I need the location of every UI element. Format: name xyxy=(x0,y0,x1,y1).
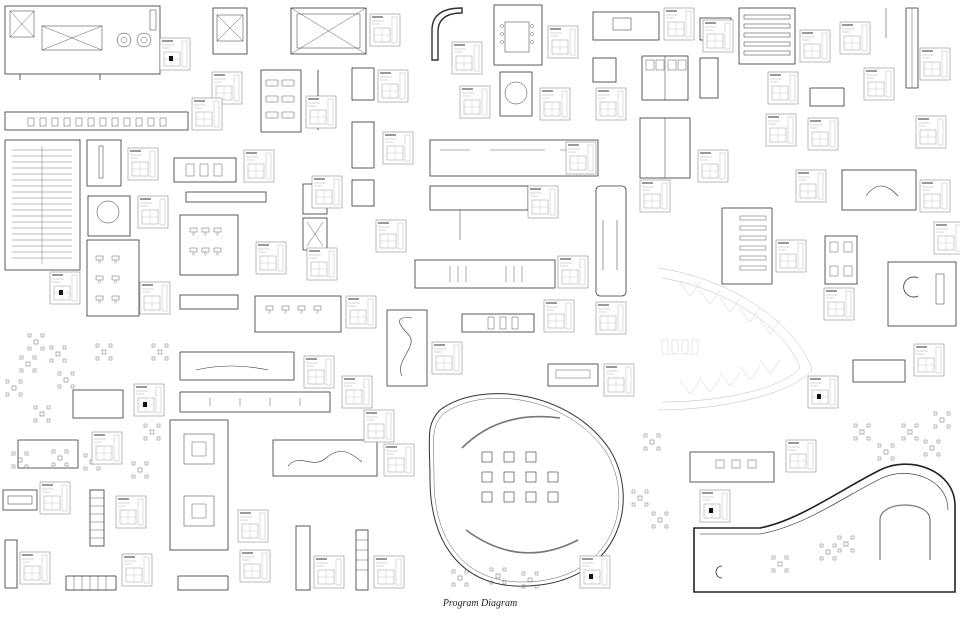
room-stair-b xyxy=(65,575,117,591)
room-cafe xyxy=(173,157,237,183)
room-open-plan xyxy=(254,295,342,333)
room-round xyxy=(499,71,533,117)
room-benches xyxy=(429,185,529,211)
room-seating-grid xyxy=(738,7,796,65)
room-gallery xyxy=(179,351,295,381)
room-small-e xyxy=(699,57,719,99)
room-meeting-small xyxy=(72,389,124,419)
room-long-gallery xyxy=(179,391,331,413)
room-small-g xyxy=(351,179,375,207)
room-bench-hall xyxy=(414,259,556,289)
room-auditorium xyxy=(4,139,81,271)
room-seminar xyxy=(86,239,140,317)
room-arc xyxy=(841,169,917,211)
room-c-shape xyxy=(887,261,957,327)
room-wave-table xyxy=(272,439,378,477)
room-stack-rows xyxy=(721,207,773,285)
corridor-long xyxy=(4,111,189,131)
room-small-f xyxy=(809,87,845,107)
room-studio-tables xyxy=(429,139,599,177)
pebble-island xyxy=(428,393,624,587)
room-narrow-a xyxy=(86,139,122,187)
ribbon-building xyxy=(693,463,956,593)
room-office-desks xyxy=(260,69,302,133)
room-narrow-c xyxy=(4,539,18,589)
curved-wall-top xyxy=(431,7,463,61)
room-workstations xyxy=(179,214,239,276)
room-conference xyxy=(493,4,543,66)
room-stair-a xyxy=(89,489,105,547)
room-small-l xyxy=(177,575,229,591)
room-s-curve xyxy=(386,309,428,387)
room-lounge xyxy=(592,11,660,41)
room-storage xyxy=(212,7,248,55)
room-tall-lab xyxy=(595,185,627,297)
room-round-table xyxy=(87,195,131,237)
room-studio-b xyxy=(17,439,79,469)
room-small-c xyxy=(351,121,375,169)
room-small-k xyxy=(2,489,38,511)
room-plans xyxy=(2,4,957,591)
room-pods xyxy=(824,235,858,285)
room-data-sheets xyxy=(19,7,960,589)
bar-counter xyxy=(185,191,267,203)
room-double-court xyxy=(169,419,229,551)
arcade-outline xyxy=(657,267,813,411)
room-small-b xyxy=(351,67,375,101)
room-small-d xyxy=(592,57,617,83)
room-small-j xyxy=(547,363,599,387)
room-strip xyxy=(179,294,239,310)
room-narrow-d xyxy=(295,525,311,591)
room-workshop xyxy=(290,7,367,55)
room-small-h xyxy=(852,359,906,383)
room-counter xyxy=(689,451,775,483)
room-narrow-b xyxy=(461,313,535,333)
diagram-caption: Program Diagram xyxy=(442,598,518,609)
